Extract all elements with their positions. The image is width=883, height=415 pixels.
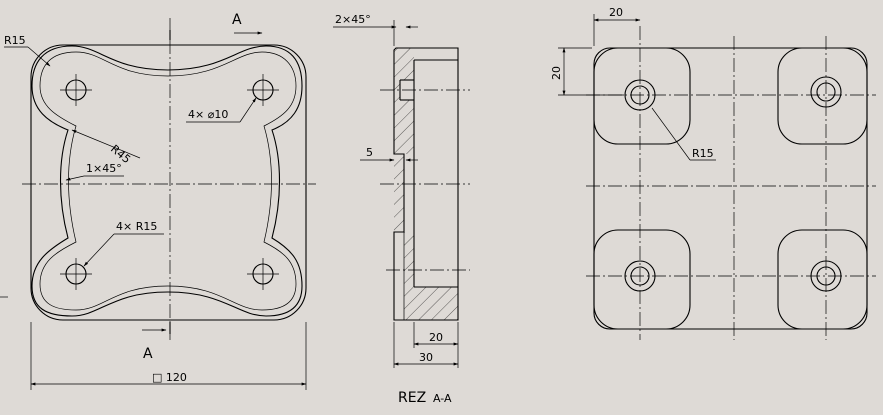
front-view: A A R15 R45 1×45° 4× ⌀10 4× R15 □ 120 [0,12,316,390]
section-chamfer-label: 2×45° [335,13,371,26]
pad-bottom-left [593,229,691,330]
section-mark-bottom: A [143,346,153,362]
section-arrow-top: A [169,12,263,40]
pad-top-left [593,47,691,145]
section-caption: REZ [398,390,426,406]
pocket-outline-inner [39,51,297,311]
section-caption-sub: A-A [433,392,452,405]
pad-top-right [777,47,868,145]
pad-radius-label: 4× R15 [116,220,157,233]
hole-top-right [247,74,279,106]
inner-depth-dimension: 20 [429,331,443,344]
right-plate-outline [593,47,868,330]
right-pad-radius-label: R15 [692,147,714,160]
right-dim-horizontal: 20 [609,6,623,19]
section-hatch-left [394,48,414,232]
hole-bottom-right [247,258,279,290]
section-hatch-bottom [414,287,458,320]
section-view: 2×45° 5 20 30 REZ A-A [333,13,470,406]
pad-bottom-right [777,229,868,330]
hole-bottom-left [60,258,92,290]
right-view: 20 20 R15 [550,6,876,340]
section-arrow-bottom: A [142,322,171,362]
section-outline [393,47,459,321]
thickness-dimension: 30 [419,351,433,364]
plate-outline [30,44,307,321]
width-dimension: □ 120 [152,371,187,384]
right-dim-vertical: 20 [550,66,563,80]
hole-top-left [60,74,92,106]
pocket-outline [31,45,303,317]
step-dimension: 5 [366,146,373,159]
corner-radius-label: R15 [4,34,26,47]
chamfer-label: 1×45° [86,162,122,175]
holes-label: 4× ⌀10 [188,108,228,121]
section-mark-top: A [232,12,242,28]
